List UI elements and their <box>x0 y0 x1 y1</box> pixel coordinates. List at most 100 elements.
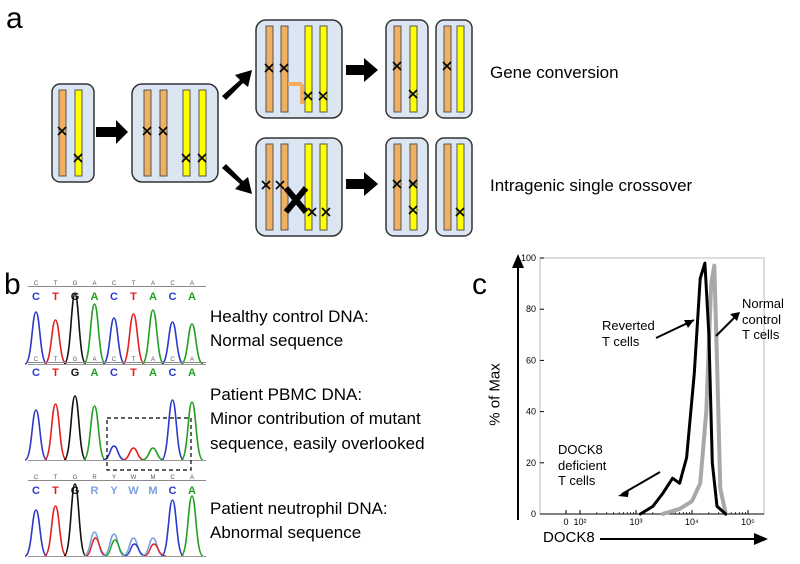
base-call: T <box>130 291 137 303</box>
mutation-highlight-box <box>106 417 192 471</box>
chromatogram-row-3-text: Patient neutrophil DNA: Abnormal sequenc… <box>210 499 388 544</box>
x-axis-label: DOCK8 <box>543 529 595 546</box>
base-call: A <box>188 485 196 497</box>
y-tick-label: 80 <box>526 304 536 314</box>
base-call: T <box>52 291 59 303</box>
base-call-small: C <box>170 357 175 363</box>
annotation-deficient: DOCK8 deficient T cells <box>558 442 606 489</box>
chromatid <box>409 25 418 113</box>
base-call-small: T <box>54 281 58 287</box>
annotation-normal-line3: T cells <box>742 327 780 343</box>
crossover-mark <box>283 186 309 214</box>
chromatid <box>456 143 465 231</box>
x-tick-label: 10² <box>573 517 586 527</box>
trace-baseline <box>28 460 206 461</box>
base-call-small: A <box>92 281 96 287</box>
y-tick-label: 0 <box>531 509 536 519</box>
base-call-small: C <box>112 357 117 363</box>
trace-peak <box>63 483 87 557</box>
y-tick-label: 20 <box>526 458 536 468</box>
annotation-normal: Normal control T cells <box>742 296 784 343</box>
y-axis-label: % of Max <box>486 363 504 426</box>
outcome-label-gene-conversion: Gene conversion <box>490 63 619 82</box>
base-call: G <box>71 367 80 379</box>
x-ticks: 0 10² 10³ 10⁴ 10⁵ <box>540 510 764 527</box>
base-call-small: M <box>151 475 156 481</box>
normal-pointer-head <box>730 312 740 321</box>
x-tick-label: 10⁵ <box>741 517 755 527</box>
trace-peak <box>43 505 68 557</box>
series <box>638 261 728 516</box>
base-call: C <box>32 291 40 303</box>
chromatid <box>74 89 83 177</box>
trace-peak <box>141 309 165 365</box>
annotation-normal-line2: control <box>742 311 782 327</box>
arrow-bottom-right <box>346 172 378 196</box>
chromatogram-row-1-text: Healthy control DNA: Normal sequence <box>210 307 369 352</box>
base-call-small: C <box>170 475 175 481</box>
arrow-down <box>222 164 252 194</box>
row-title: Healthy control DNA: <box>210 307 369 326</box>
annotation-normal-line1: Normal <box>742 296 784 311</box>
row-subtitle-2: sequence, easily overlooked <box>210 433 425 453</box>
base-call-small: Y <box>112 475 116 481</box>
base-call: C <box>169 485 177 497</box>
trace-peak <box>63 395 87 461</box>
gene-conversion-bridge <box>288 82 304 104</box>
chromatogram-header-line <box>28 362 206 363</box>
panel-c-letter: c <box>472 268 487 301</box>
mutation-marks <box>57 61 465 217</box>
annotation-deficient-line1: DOCK8 <box>558 442 603 457</box>
y-axis-arrowhead <box>512 254 524 268</box>
trace-peak-secondary <box>143 543 167 557</box>
base-call: T <box>52 485 59 497</box>
x-tick-label: 10³ <box>629 517 642 527</box>
base-call: C <box>169 367 177 379</box>
base-call: T <box>52 367 59 379</box>
deficient-pointer-head <box>618 489 629 497</box>
trace-peak <box>43 319 68 365</box>
trace-peak-secondary <box>124 543 147 557</box>
base-call: C <box>32 485 40 497</box>
chromatid <box>304 25 313 113</box>
trace-peak <box>180 401 204 461</box>
trace-peak-secondary <box>104 539 128 557</box>
arrow-top-right <box>346 58 378 82</box>
base-call-small: T <box>54 357 58 363</box>
trace-peak <box>160 499 185 557</box>
chromatid <box>304 143 313 231</box>
outcome-label-crossover: Intragenic single crossover <box>490 176 693 195</box>
base-call-small: A <box>190 281 194 287</box>
chromatid <box>456 25 465 113</box>
annotation-deficient-line2: deficient <box>558 457 607 473</box>
chromatid <box>443 143 452 231</box>
annotation-reverted-line2: T cells <box>602 333 640 349</box>
base-call: C <box>32 367 40 379</box>
y-tick-label: 100 <box>521 253 536 263</box>
chromatogram-header-line <box>28 480 206 481</box>
base-call-small: C <box>34 357 39 363</box>
reverted-pointer-head <box>684 320 694 328</box>
trace-peak-secondary <box>85 537 108 557</box>
y-tick-label: 60 <box>526 355 536 365</box>
base-call-small: C <box>170 281 175 287</box>
trace-peak <box>121 313 146 365</box>
trace-peak <box>63 293 87 365</box>
x-axis-arrowhead <box>754 533 768 545</box>
base-call: C <box>169 291 177 303</box>
base-call-small: G <box>73 357 78 363</box>
row-title: Patient neutrophil DNA: <box>210 499 388 518</box>
base-call: C <box>110 291 118 303</box>
base-call: R <box>91 485 99 497</box>
row-title: Patient PBMC DNA: <box>210 385 363 404</box>
x-tick-label: 0 <box>563 517 568 527</box>
x-tick-label: 10⁴ <box>685 517 699 527</box>
annotation-deficient-line3: T cells <box>558 473 596 489</box>
trace-peak <box>160 321 185 365</box>
stage-box-2 <box>131 83 219 183</box>
base-call-small: R <box>92 475 97 481</box>
row-subtitle: Normal sequence <box>210 331 344 351</box>
